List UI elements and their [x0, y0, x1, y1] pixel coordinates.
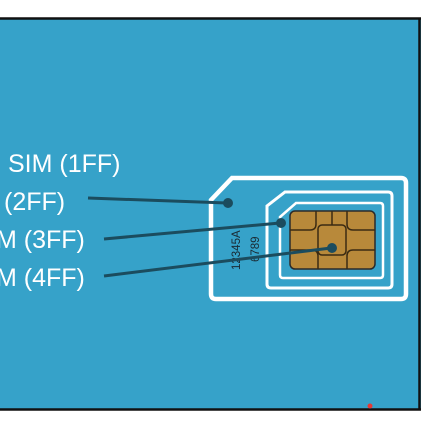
leader-dot-4ff: [327, 243, 337, 253]
mini-sim-2ff-outline: [208, 175, 409, 302]
leader-line-3ff: [103, 221, 281, 241]
leader-dot-3ff: [276, 218, 286, 228]
nano-sim-4ff-outline: [278, 201, 385, 280]
leader-dot-2ff: [223, 198, 233, 208]
leader-lines: [87, 196, 337, 278]
label-1ff: SIM (1FF): [8, 150, 121, 178]
label-2ff: (2FF): [4, 188, 65, 216]
red-marker: [367, 403, 373, 409]
sim-contact-chip: [289, 210, 376, 270]
leader-line-4ff: [103, 246, 332, 278]
label-4ff: M (4FF): [0, 264, 85, 292]
leader-line-2ff: [87, 196, 228, 205]
serial-line-1: 12345A: [231, 230, 243, 270]
micro-sim-3ff-outline: [265, 190, 394, 290]
label-3ff: M (3FF): [0, 226, 85, 254]
